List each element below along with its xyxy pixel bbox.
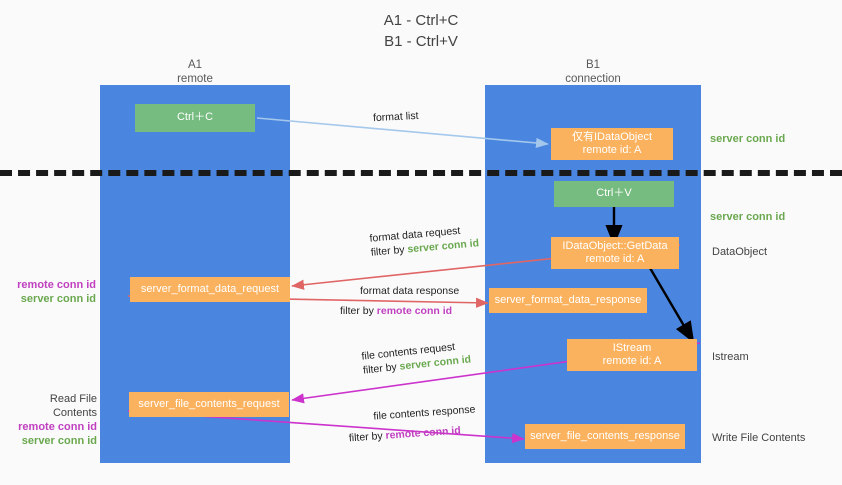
node-ctrl-c[interactable]: Ctrl＋C (135, 104, 255, 132)
filter-prefix: filter by (340, 305, 377, 317)
edge-label-format-data-response: format data response filter by remote co… (340, 284, 460, 318)
annotation-right-dataobject: DataObject (712, 246, 768, 258)
node-idataobject-only[interactable]: 仅有IDataObject remote id: A (551, 128, 673, 160)
edge-label-format-list: format list (373, 109, 419, 125)
filter-prefix: filter by (362, 360, 401, 377)
column-header-a1: A1 remote (177, 59, 213, 85)
annotation-right-server-conn-id-top: server conn id (710, 133, 786, 145)
divider-dashed-line (0, 170, 842, 176)
node-server-format-data-request[interactable]: server_format_data_request (130, 277, 290, 302)
page-title: A1 - Ctrl+C B1 - Ctrl+V (383, 12, 459, 50)
annotation-right-istream: Istream (712, 351, 749, 363)
node-server-file-contents-request[interactable]: server_file_contents_request (129, 392, 289, 417)
node-idataobject-getdata[interactable]: IDataObject::GetData remote id: A (551, 237, 679, 269)
annotation-left-bottom-server: server conn id (21, 435, 97, 447)
annotation-left-mid: remote conn id server conn id (8, 278, 96, 306)
annotation-left-mid-remote: remote conn id (17, 279, 96, 291)
node-server-format-data-response[interactable]: server_format_data_response (489, 288, 647, 313)
annotation-left-mid-server: server conn id (20, 293, 96, 305)
edge-label-format-data-response-filter: filter by remote conn id (340, 304, 459, 318)
filter-prefix: filter by (370, 243, 408, 259)
node-server-file-contents-response[interactable]: server_file_contents_response (525, 424, 685, 449)
node-istream[interactable]: IStream remote id: A (567, 339, 697, 371)
edge-label-file-contents-response: file contents response filter by remote … (348, 402, 477, 444)
edge-label-format-data-response-line1: format data response (360, 285, 460, 297)
annotation-right-server-conn-id-second: server conn id (710, 211, 786, 223)
annotation-read-file-contents: Read File Contents (49, 393, 97, 419)
filter-value-remote-conn-id: remote conn id (376, 305, 453, 317)
connector-getdata-to-istream (648, 267, 695, 344)
annotation-left-bottom-remote: remote conn id (18, 421, 97, 433)
node-ctrl-v[interactable]: Ctrl＋V (554, 181, 674, 207)
edge-label-format-list-line1: format list (372, 109, 419, 125)
annotation-left-bottom: Read File Contents remote conn id server… (5, 392, 97, 448)
column-header-b1: B1 connection (565, 59, 621, 85)
connector-format-list (256, 117, 549, 149)
filter-prefix: filter by (348, 429, 386, 445)
annotation-right-write-file-contents: Write File Contents (712, 432, 806, 444)
